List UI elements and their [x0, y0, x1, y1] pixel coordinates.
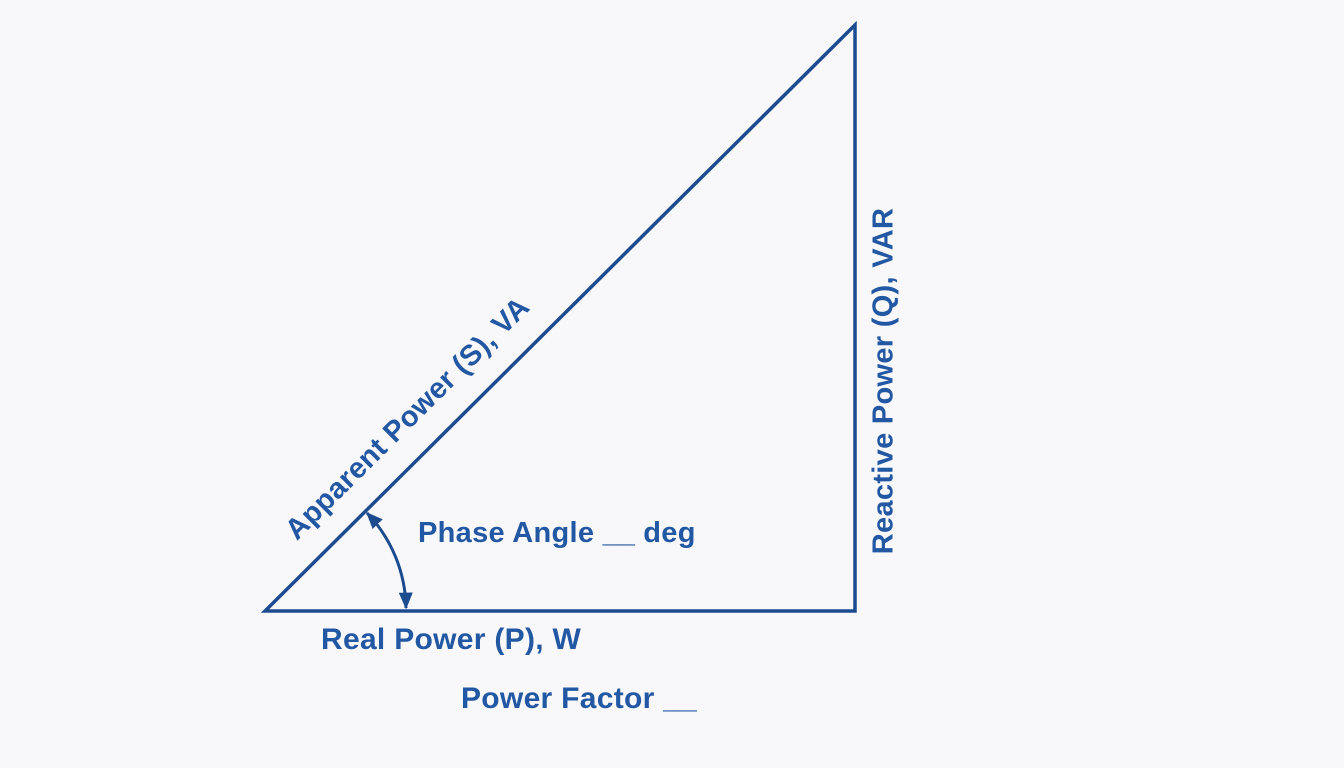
phase-angle-unit: deg [643, 517, 696, 549]
power-factor-label: Power Factor __ [461, 682, 697, 716]
power-factor-text: Power Factor [461, 682, 655, 715]
real-power-label: Real Power (P), W [321, 623, 582, 656]
power-factor-blank: __ [663, 682, 697, 715]
phase-angle-blank: __ [602, 517, 635, 549]
triangle-outline [260, 20, 857, 613]
phase-angle-text: Phase Angle [418, 517, 595, 549]
reactive-power-label: Reactive Power (Q), VAR [867, 207, 900, 555]
phase-angle-arc-arrow [365, 511, 413, 610]
phase-angle-label: Phase Angle __ deg [418, 517, 696, 550]
